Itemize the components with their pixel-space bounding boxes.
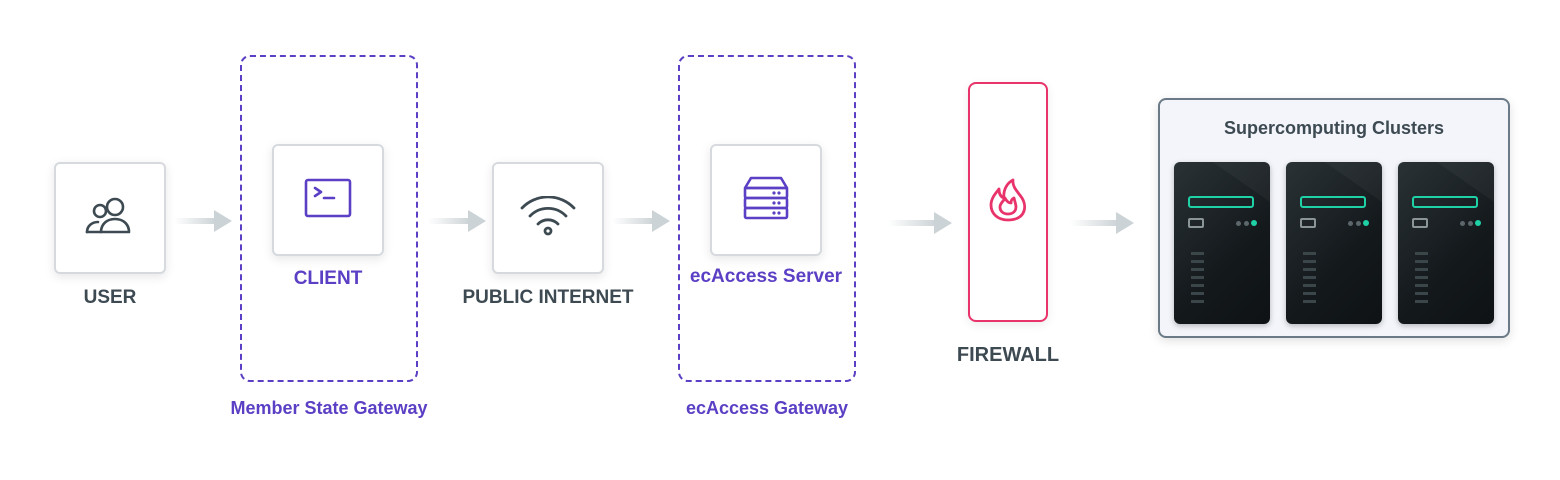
- vent: [1191, 260, 1204, 263]
- status-dot: [1468, 221, 1473, 226]
- vent: [1415, 300, 1428, 303]
- vent: [1191, 268, 1204, 271]
- vent: [1191, 284, 1204, 287]
- firewall-label: FIREWALL: [956, 344, 1060, 366]
- status-dot: [1236, 221, 1241, 226]
- clusters-title: Supercomputing Clusters: [1223, 118, 1445, 138]
- user-label: USER: [83, 287, 137, 308]
- ecaccess-server-node: [710, 144, 822, 256]
- internet-node: [492, 162, 604, 274]
- vent: [1415, 276, 1428, 279]
- vent: [1303, 276, 1316, 279]
- cluster-server-2: [1286, 162, 1382, 324]
- client-label: CLIENT: [293, 268, 363, 289]
- status-dot: [1244, 221, 1249, 226]
- port: [1412, 218, 1428, 228]
- drive-bay: [1188, 196, 1254, 208]
- status-led: [1363, 220, 1369, 226]
- supercomputing-clusters-group: Supercomputing Clusters: [1158, 98, 1510, 338]
- vent: [1191, 292, 1204, 295]
- vent: [1303, 284, 1316, 287]
- user-node: [54, 162, 166, 274]
- vent: [1303, 268, 1316, 271]
- drive-bay: [1300, 196, 1366, 208]
- vent: [1191, 252, 1204, 255]
- vent: [1191, 300, 1204, 303]
- vent: [1415, 260, 1428, 263]
- cluster-server-3: [1398, 162, 1494, 324]
- vent: [1303, 292, 1316, 295]
- firewall-node: [968, 82, 1048, 322]
- vent: [1415, 268, 1428, 271]
- flame-icon: [988, 177, 1028, 228]
- status-led: [1475, 220, 1481, 226]
- status-dot: [1356, 221, 1361, 226]
- internet-label: PUBLIC INTERNET: [462, 287, 634, 308]
- arrow-server-to-firewall: [888, 212, 952, 234]
- drive-bay: [1412, 196, 1478, 208]
- arrow-internet-to-server: [612, 210, 670, 232]
- vent: [1415, 284, 1428, 287]
- status-dot: [1460, 221, 1465, 226]
- arrow-firewall-to-clusters: [1070, 212, 1134, 234]
- cluster-server-1: [1174, 162, 1270, 324]
- vent: [1303, 300, 1316, 303]
- ecaccess-server-label: ecAccess Server: [689, 266, 843, 287]
- member-state-gateway-label: Member State Gateway: [230, 398, 428, 418]
- ecaccess-gateway-label: ecAccess Gateway: [685, 398, 849, 418]
- port: [1188, 218, 1204, 228]
- users-icon: [83, 196, 137, 241]
- vent: [1415, 292, 1428, 295]
- port: [1300, 218, 1316, 228]
- client-node: [272, 144, 384, 256]
- vent: [1303, 252, 1316, 255]
- status-led: [1251, 220, 1257, 226]
- vent: [1191, 276, 1204, 279]
- status-dot: [1348, 221, 1353, 226]
- terminal-icon: [304, 178, 352, 223]
- arrow-user-to-client: [174, 210, 232, 232]
- server-icon: [741, 174, 791, 227]
- ecaccess-gateway-group: [678, 55, 856, 382]
- arrow-client-to-internet: [428, 210, 486, 232]
- member-state-gateway-group: [240, 55, 418, 382]
- wifi-icon: [518, 195, 578, 241]
- vent: [1303, 260, 1316, 263]
- vent: [1415, 252, 1428, 255]
